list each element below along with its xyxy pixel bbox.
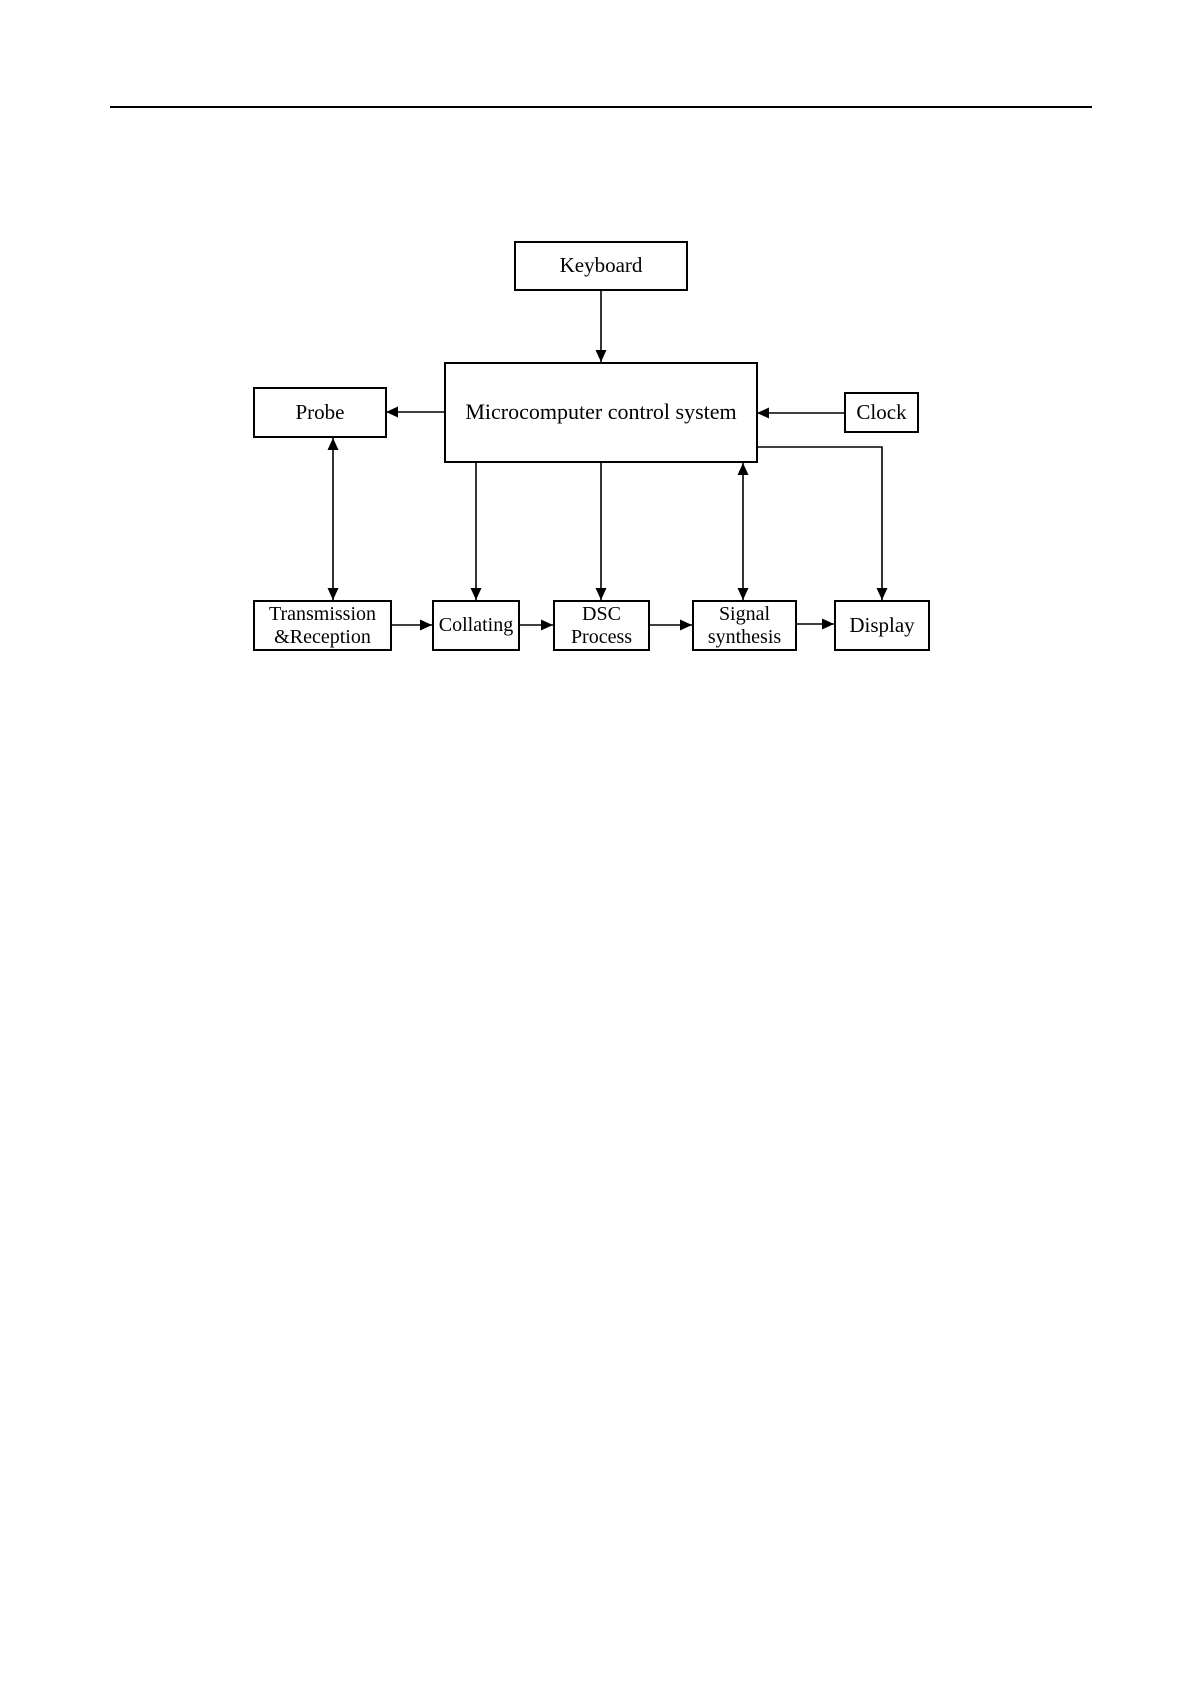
node-probe: Probe <box>253 387 387 438</box>
node-dsc-label-line1: DSC <box>582 603 621 626</box>
node-dsc-process: DSC Process <box>553 600 650 651</box>
node-transmission-label-line2: &Reception <box>274 625 371 648</box>
node-collating: Collating <box>432 600 520 651</box>
node-display: Display <box>834 600 930 651</box>
node-microcomputer-control-system: Microcomputer control system <box>444 362 758 463</box>
node-microcomputer-label: Microcomputer control system <box>465 399 737 425</box>
node-dsc-label-line2: Process <box>570 625 633 648</box>
node-clock: Clock <box>844 392 919 433</box>
node-signal-label-line2: synthesis <box>707 625 782 648</box>
node-signal-synthesis: Signal synthesis <box>692 600 797 651</box>
header-rule <box>110 106 1092 108</box>
node-clock-label: Clock <box>856 399 907 424</box>
node-signal-label-line1: Signal <box>718 603 771 626</box>
node-collating-label: Collating <box>438 614 514 637</box>
node-transmission-label-line1: Transmission <box>268 603 377 626</box>
node-transmission-reception: Transmission &Reception <box>253 600 392 651</box>
node-keyboard: Keyboard <box>514 241 688 291</box>
node-display-label: Display <box>849 612 915 637</box>
node-keyboard-label: Keyboard <box>559 253 643 278</box>
node-probe-label: Probe <box>295 399 345 424</box>
